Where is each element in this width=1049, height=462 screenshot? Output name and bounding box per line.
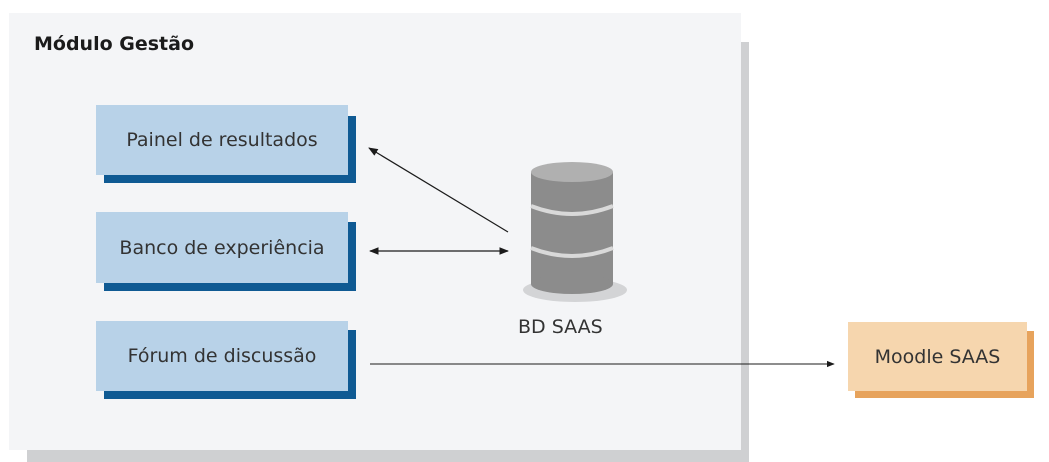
banco-de-experiencia-label: Banco de experiência [119, 236, 325, 259]
banco-de-experiencia-box[interactable]: Banco de experiência [96, 212, 348, 283]
painel-de-resultados-label: Painel de resultados [126, 129, 318, 151]
forum-de-discussao-label: Fórum de discussão [127, 345, 317, 367]
forum-de-discussao-box[interactable]: Fórum de discussão [96, 321, 348, 391]
moodle-saas-box[interactable]: Moodle SAAS [848, 322, 1027, 391]
module-title: Módulo Gestão [34, 33, 195, 55]
database-label: BD SAAS [518, 316, 603, 338]
arrow-db-to-painel [368, 147, 509, 233]
moodle-saas-label: Moodle SAAS [874, 345, 1001, 368]
database-icon [523, 162, 627, 302]
painel-de-resultados-box[interactable]: Painel de resultados [96, 105, 348, 175]
connector-arrows [368, 147, 835, 368]
